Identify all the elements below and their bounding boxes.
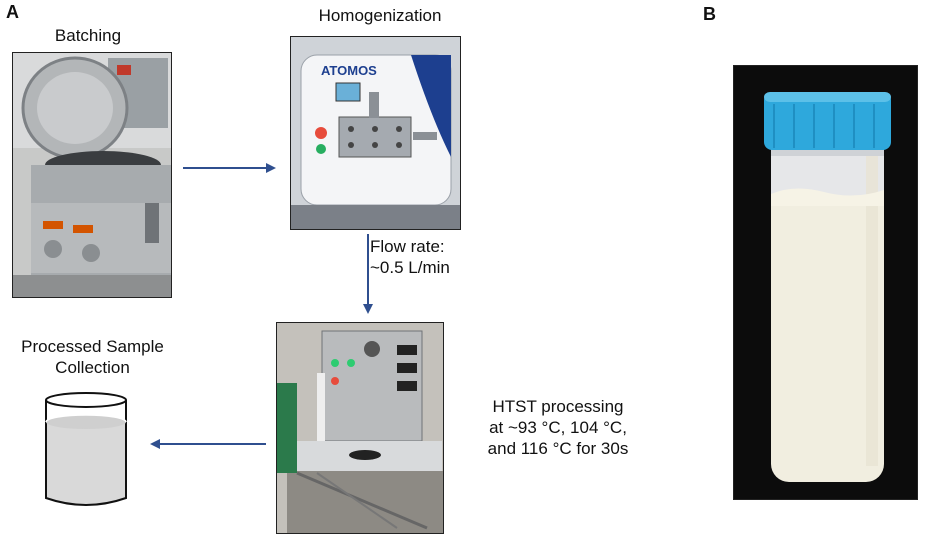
htst-line-3: and 116 °C for 30s <box>487 439 629 458</box>
batching-tank-image <box>13 53 171 297</box>
batching-photo <box>12 52 172 298</box>
htst-line-2: at ~93 °C, 104 °C, <box>489 418 627 437</box>
homogenizer-photo: ATOMOS <box>290 36 461 230</box>
flow-rate-line-1: Flow rate: <box>370 237 445 256</box>
flow-rate-line-2: ~0.5 L/min <box>370 258 450 277</box>
homogenizer-brand-text: ATOMOS <box>321 63 377 78</box>
collection-line-1: Processed Sample <box>21 337 164 356</box>
beaker-icon <box>45 392 127 506</box>
collection-label: Processed Sample Collection <box>0 336 185 378</box>
panel-label-a: A <box>6 2 19 22</box>
htst-processing-label: HTST processing at ~93 °C, 104 °C, and 1… <box>458 396 658 459</box>
sample-tube-image <box>734 66 917 499</box>
htst-photo <box>276 322 444 534</box>
batching-label: Batching <box>54 26 122 45</box>
sample-tube-photo <box>733 65 918 500</box>
homogenization-label: Homogenization <box>318 6 442 25</box>
flow-rate-label: Flow rate: ~0.5 L/min <box>370 236 490 278</box>
htst-processor-image <box>277 323 443 533</box>
panel-label-b: B <box>703 4 716 24</box>
collection-line-2: Collection <box>55 358 130 377</box>
homogenizer-image: ATOMOS <box>291 37 460 229</box>
htst-line-1: HTST processing <box>492 397 624 416</box>
